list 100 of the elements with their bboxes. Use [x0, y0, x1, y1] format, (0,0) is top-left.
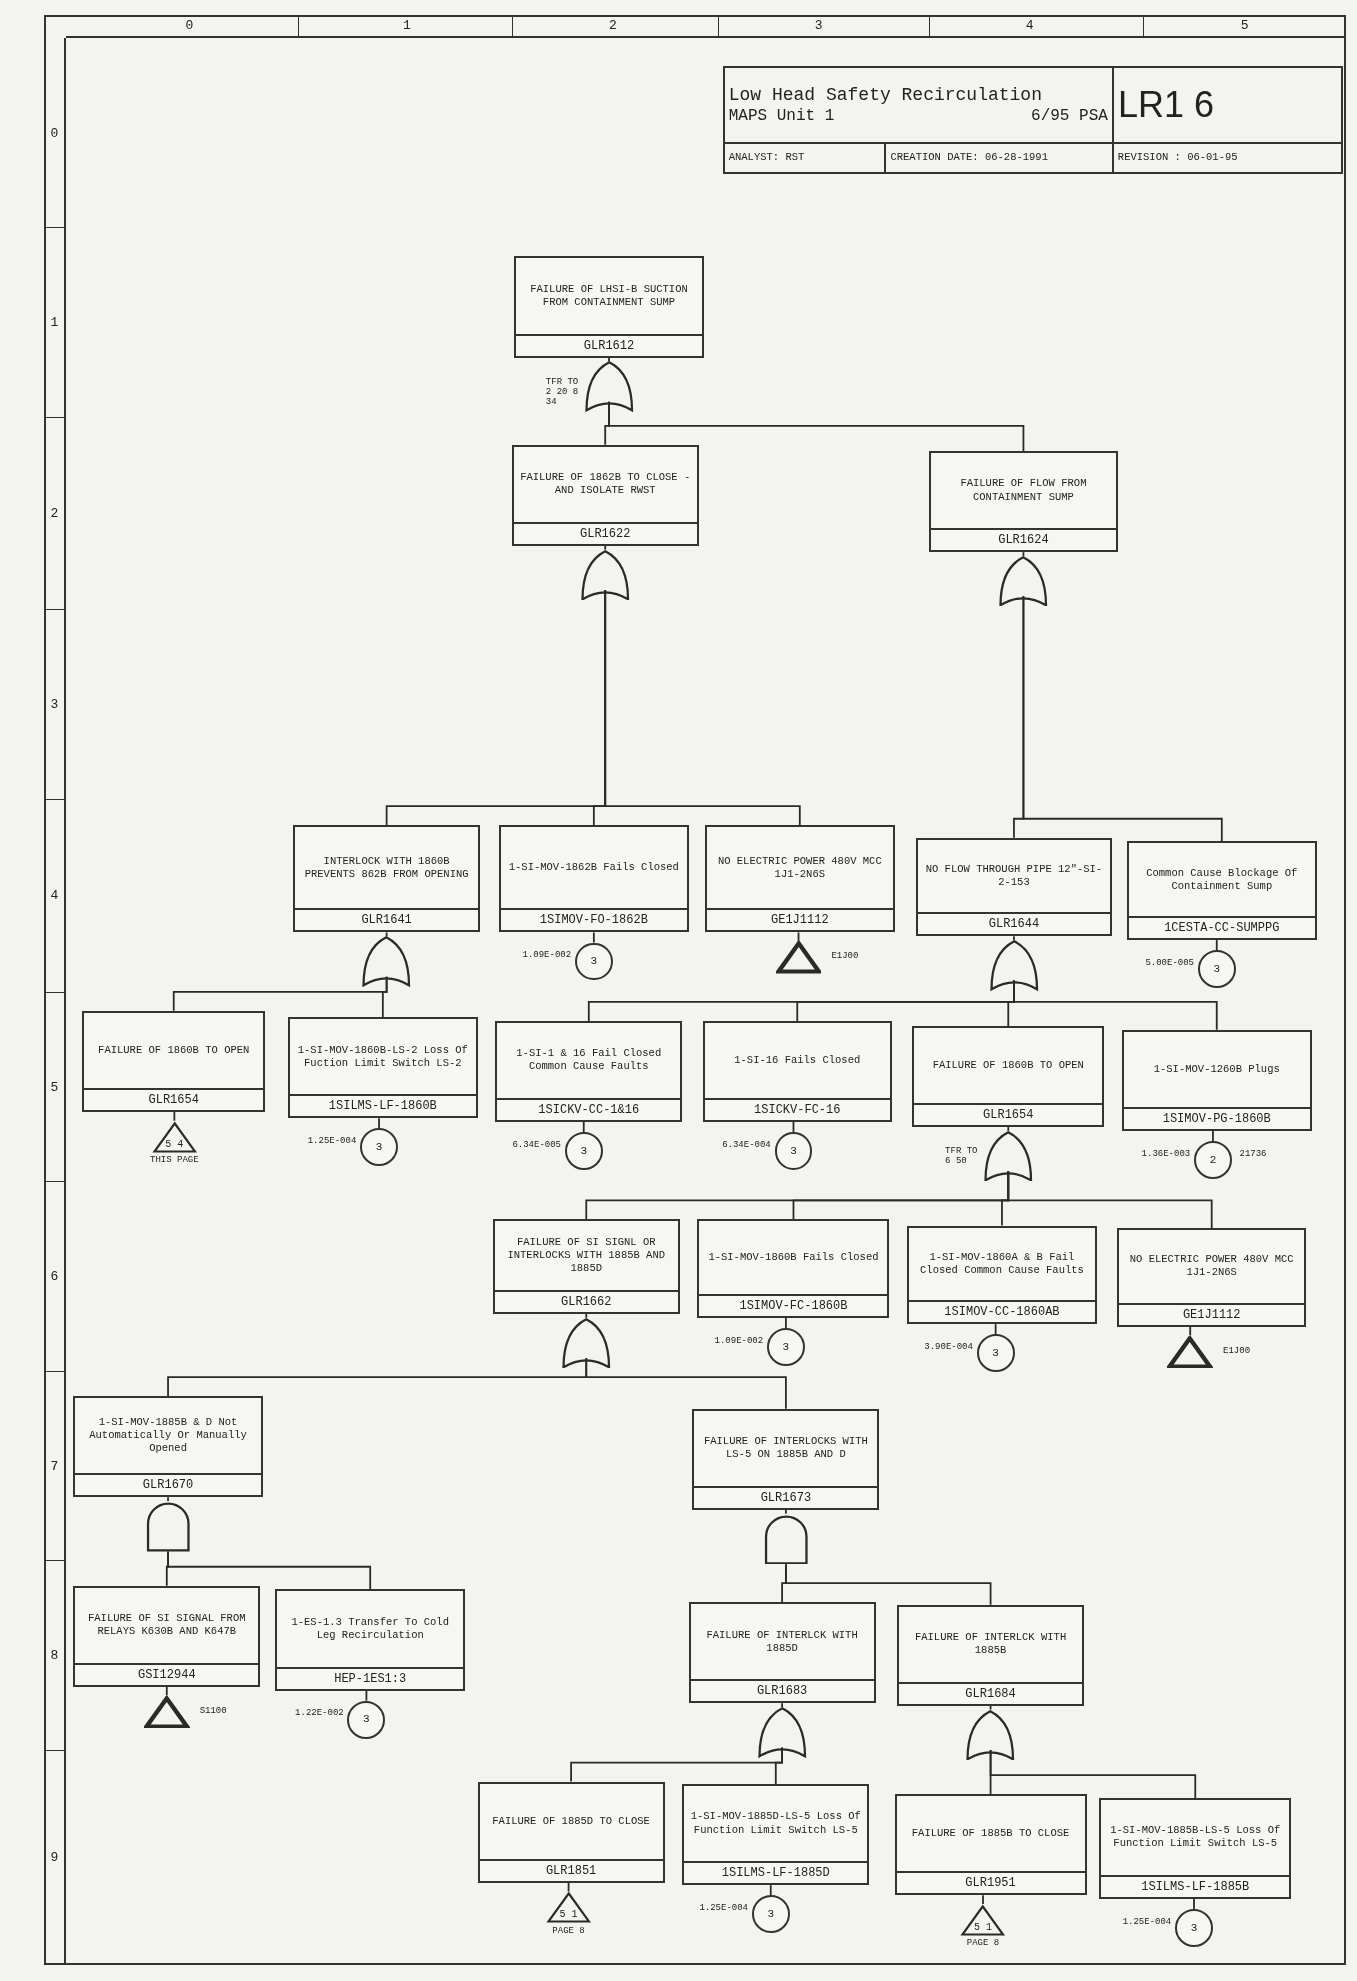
- transfer-triangle: [775, 941, 822, 975]
- connector-line: [1013, 979, 1218, 1031]
- transfer-code: E1J00: [1223, 1345, 1251, 1356]
- grid-row-number: 9: [50, 1850, 59, 1864]
- connector-line: [989, 1749, 1197, 1799]
- event-id: 1SILMS-LF-1885D: [684, 1861, 868, 1884]
- event-id: GSI12944: [75, 1662, 259, 1685]
- plant-unit: MAPS Unit 1: [728, 106, 835, 127]
- event-description: NO ELECTRIC POWER 480V MCC 1J1-2N6S: [716, 853, 883, 882]
- failure-probability: 1.36E-003: [1141, 1148, 1191, 1159]
- connector-line: [604, 589, 801, 826]
- grid-row-number: 1: [50, 315, 59, 329]
- event-box: [73, 1396, 263, 1498]
- failure-probability: 1.09E-002: [714, 1335, 764, 1346]
- event-box: [511, 444, 699, 546]
- or-gate: [579, 549, 631, 601]
- event-description: FAILURE OF 1860B TO OPEN: [97, 1042, 251, 1058]
- or-gate: [361, 936, 412, 987]
- connector-line: [1013, 935, 1015, 941]
- or-gate: [561, 1317, 612, 1369]
- transfer-code: E1J00: [831, 951, 859, 962]
- connector-line: [785, 1563, 992, 1606]
- event-box: [682, 1784, 870, 1886]
- event-description: 1-SI-MOV-1860B Fails Closed: [707, 1249, 880, 1265]
- grid-row-number: 3: [50, 697, 59, 711]
- transfer-triangle: 5 1: [545, 1891, 592, 1925]
- connector-line: [1189, 1325, 1192, 1337]
- event-description: NO FLOW THROUGH PIPE 12"-SI-2-153: [924, 861, 1104, 890]
- transfer-triangle: 5 4: [151, 1120, 198, 1154]
- event-id: 1SILMS-LF-1860B: [290, 1094, 476, 1117]
- event-box: [275, 1589, 465, 1691]
- connector-line: [1022, 551, 1025, 557]
- event-description: FAILURE OF 1860B TO OPEN: [931, 1057, 1085, 1073]
- transfer-triangle: [144, 1695, 190, 1729]
- grid-column-number: 5: [1240, 18, 1249, 32]
- page-reference: THIS PAGE: [150, 1154, 199, 1166]
- analyst-field: ANALYST: RST: [724, 144, 887, 173]
- connector-line: [982, 1894, 984, 1905]
- event-id: GLR1654: [84, 1087, 264, 1110]
- failure-probability: 5.00E-005: [1145, 957, 1194, 969]
- study-version: 6/95 PSA: [1031, 106, 1108, 127]
- connector-line: [585, 1313, 588, 1319]
- transfer-triangle: [1167, 1335, 1213, 1369]
- failure-probability: 1.25E-004: [1122, 1916, 1172, 1928]
- connector-line: [774, 1746, 783, 1785]
- grid-column-number: 0: [185, 18, 194, 32]
- event-id: GE1J1112: [1118, 1302, 1305, 1325]
- event-box: [1122, 1029, 1312, 1131]
- event-id: GLR1622: [513, 521, 697, 544]
- connector-line: [604, 544, 607, 551]
- event-id: GE1J1112: [707, 908, 893, 931]
- connector-line: [585, 1357, 787, 1410]
- or-gate: [998, 555, 1049, 607]
- event-box: [692, 1408, 880, 1510]
- event-description: FAILURE OF LHSI-B SUCTION FROM CONTAINMENT SUMP: [529, 281, 689, 310]
- event-description: 1-SI-MOV-1885B & D Not Automatically Or Manually Opened: [88, 1415, 248, 1457]
- event-description: FAILURE OF SI SIGNAL FROM RELAYS K630B AND K647B: [87, 1611, 247, 1640]
- event-id: GLR1673: [694, 1485, 878, 1508]
- event-box: [705, 825, 895, 933]
- connector-line: [1022, 595, 1223, 843]
- failure-probability: 1.25E-004: [699, 1902, 748, 1914]
- connector-line: [769, 1884, 772, 1897]
- event-id: GLR1683: [690, 1679, 874, 1702]
- transfer-triangle: 5 1: [960, 1904, 1006, 1937]
- event-box: [477, 1781, 665, 1883]
- event-description: 1-SI-MOV-1860A & B Fail Closed Common Cause Faults: [919, 1249, 1085, 1278]
- or-gate: [583, 361, 635, 412]
- failure-probability: 1.25E-004: [307, 1135, 357, 1147]
- event-id: GLR1951: [896, 1871, 1085, 1894]
- or-gate: [983, 1130, 1034, 1182]
- connector-line: [1212, 1129, 1214, 1142]
- event-box: [288, 1017, 478, 1119]
- event-box: [492, 1219, 680, 1314]
- event-id: GLR1644: [918, 912, 1110, 935]
- connector-line: [781, 1702, 783, 1708]
- event-description: FAILURE OF 1862B TO CLOSE - AND ISOLATE RWST: [519, 470, 692, 499]
- event-description: 1-SI-MOV-1885B-LS-5 Loss Of Function Limit Switch LS-5: [1109, 1823, 1282, 1852]
- transfer-note: TFR TO 2 20 8 34: [545, 376, 579, 408]
- event-id: 1SIMOV-CC-1860AB: [909, 1300, 1095, 1323]
- event-box: [495, 1020, 683, 1122]
- failure-probability: 1.22E-002: [295, 1708, 344, 1719]
- event-box: [912, 1025, 1105, 1128]
- event-box: [1099, 1797, 1292, 1900]
- event-id: GLR1612: [516, 333, 702, 356]
- event-id: GLR1684: [899, 1681, 1083, 1704]
- event-description: FAILURE OF INTERLOCKS WITH LS-5 ON 1885B AND D: [702, 1434, 869, 1463]
- connector-line: [592, 931, 595, 944]
- event-id: GLR1641: [295, 908, 479, 931]
- connector-line: [165, 1685, 168, 1697]
- connector-line: [1193, 1898, 1195, 1911]
- event-box: [907, 1225, 1097, 1325]
- event-id: GLR1851: [479, 1858, 663, 1881]
- or-gate: [965, 1709, 1016, 1761]
- failure-probability: 6.34E-005: [512, 1139, 561, 1150]
- transfer-code: S1100: [199, 1705, 227, 1717]
- grid-row-number: 4: [50, 888, 59, 902]
- failure-probability: 1.09E-002: [522, 950, 572, 961]
- page-reference: PAGE 8: [966, 1938, 1000, 1949]
- event-description: 1-SI-MOV-1260B Plugs: [1152, 1061, 1281, 1077]
- event-description: Common Cause Blockage Of Containment Sump: [1145, 865, 1299, 894]
